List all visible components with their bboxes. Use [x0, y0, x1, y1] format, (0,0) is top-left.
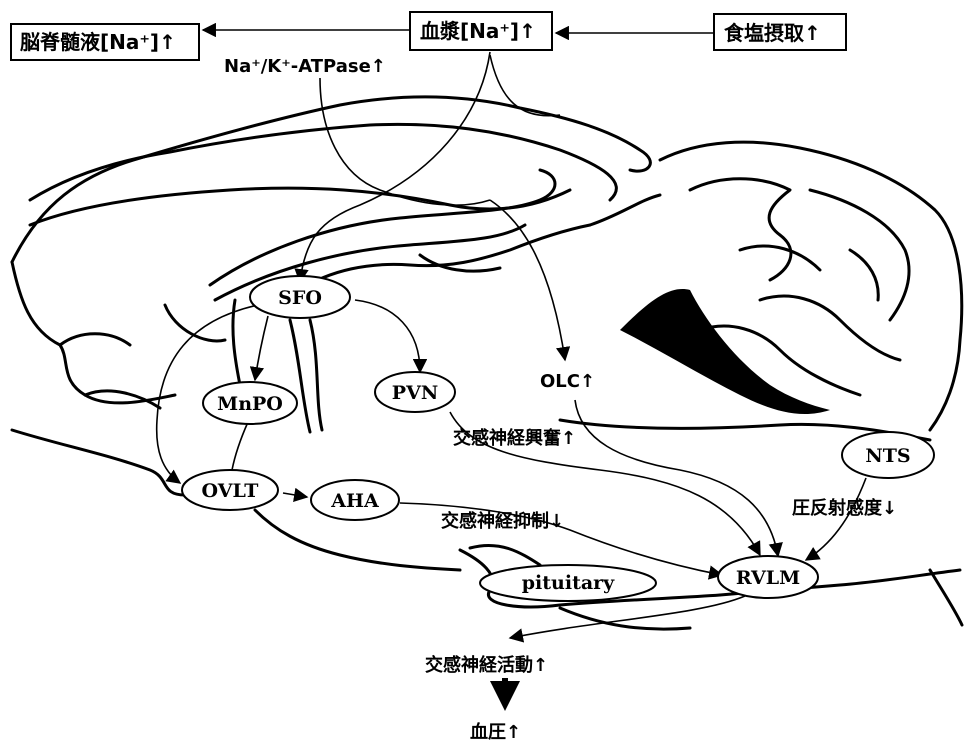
- sympathetic-excitation-label: 交感神経興奮↑: [453, 427, 576, 449]
- sfo-to-pvn-arrow: [355, 300, 420, 372]
- plasma-to-olc-arrow: [490, 200, 565, 360]
- pvn-node: PVN: [375, 372, 455, 412]
- plasma-na-box: 血漿[Na⁺]↑: [410, 12, 552, 50]
- pituitary-label: pituitary: [522, 572, 615, 594]
- plasma-na-label: 血漿[Na⁺]↑: [420, 19, 536, 43]
- sympathetic-activity-label: 交感神経活動↑: [425, 654, 548, 676]
- salt-intake-box: 食塩摂取↑: [714, 14, 846, 50]
- ovlt-label: OVLT: [202, 480, 259, 502]
- nts-node: NTS: [842, 432, 934, 478]
- mnpo-node: MnPO: [203, 382, 297, 424]
- olc-label: OLC↑: [540, 371, 595, 392]
- sfo-label: SFO: [278, 287, 322, 309]
- aha-node: AHA: [311, 480, 399, 520]
- ovlt-node: OVLT: [182, 470, 278, 510]
- salt-intake-label: 食塩摂取↑: [724, 21, 821, 45]
- baroreflex-sensitivity-label: 圧反射感度↓: [792, 497, 897, 519]
- aha-label: AHA: [330, 490, 379, 512]
- sfo-node: SFO: [250, 276, 350, 318]
- olc-to-rvlm-arrow: [575, 400, 778, 556]
- ovlt-to-aha-arrow: [283, 493, 307, 497]
- sfo-to-mnpo-arrow: [255, 316, 268, 380]
- mnpo-label: MnPO: [217, 393, 283, 415]
- pvn-label: PVN: [392, 382, 438, 404]
- nts-to-rvlm-arrow: [806, 478, 866, 560]
- sympathetic-inhibition-label: 交感神経抑制↓: [441, 510, 564, 532]
- pituitary-node: pituitary: [480, 565, 656, 601]
- na-k-atpase-label: Na⁺/K⁺-ATPase↑: [224, 56, 386, 77]
- csf-na-label: 脳脊髄液[Na⁺]↑: [19, 30, 176, 54]
- csf-na-box: 脳脊髄液[Na⁺]↑: [11, 24, 199, 60]
- mnpo-to-ovlt-line: [232, 422, 248, 470]
- rvlm-node: RVLM: [718, 556, 818, 598]
- rvlm-to-sympathetic-arrow: [510, 596, 745, 638]
- nts-label: NTS: [865, 445, 910, 467]
- rvlm-label: RVLM: [736, 567, 800, 589]
- plasma-curve-b: [490, 55, 560, 116]
- blood-pressure-label: 血圧↑: [470, 721, 521, 743]
